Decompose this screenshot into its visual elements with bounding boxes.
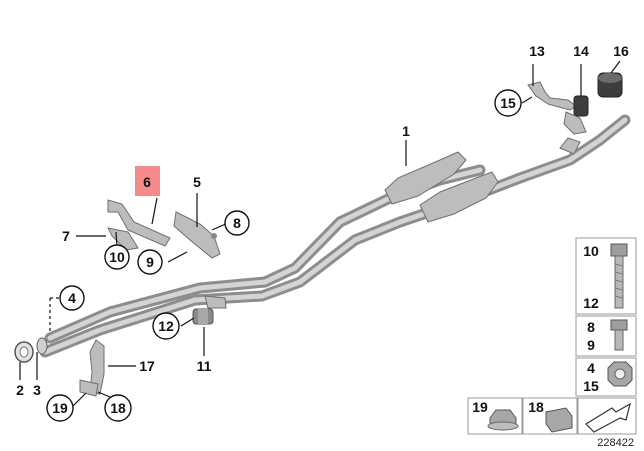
bolt-long-icon: [610, 243, 628, 257]
legend-nut: 4 15: [575, 357, 637, 397]
callout-16: 16: [613, 43, 629, 59]
hanger-assembly: [527, 72, 623, 135]
callout-14: 14: [573, 43, 589, 59]
svg-text:8: 8: [587, 319, 595, 335]
callout-10: 10: [109, 249, 125, 265]
callout-17: 17: [139, 358, 155, 374]
front-exhaust-pipe: [39, 114, 631, 358]
callout-5: 5: [193, 174, 201, 190]
svg-text:4: 4: [587, 360, 595, 376]
svg-text:18: 18: [528, 399, 544, 415]
leader-lines: [19, 60, 621, 408]
callout-18-circle: [104, 394, 132, 422]
callout-8: 8: [233, 215, 241, 231]
rubber-mount-12: [192, 295, 227, 325]
clamp-icon: [545, 407, 573, 433]
callout-2: 2: [16, 382, 24, 398]
callout-8-circle: [224, 210, 250, 236]
callout-4-circle: [59, 285, 85, 311]
callout-6: 6: [143, 174, 151, 190]
callout-10-circle: [104, 244, 130, 270]
callout-7: 7: [62, 228, 70, 244]
callout-6-highlight: [135, 166, 160, 196]
callout-9-circle: [137, 249, 163, 275]
callout-15: 15: [500, 95, 516, 111]
legend-bolt-long: 10 12: [575, 237, 637, 315]
callout-13: 13: [529, 43, 545, 59]
svg-text:19: 19: [472, 399, 488, 415]
legend-flange-nut: 19: [467, 397, 523, 435]
legend-bolt-mid: 8 9: [575, 315, 637, 357]
legend-clamp: 18: [522, 397, 578, 435]
catalytic-converter-lower: [419, 171, 499, 223]
bracket-5: [173, 211, 221, 259]
forward-arrow-icon: [585, 402, 631, 433]
bolt-mid-icon: [610, 319, 628, 331]
callout-3: 3: [33, 382, 41, 398]
bracket-17: [79, 339, 105, 397]
callout-11: 11: [197, 358, 212, 374]
catalytic-converter-upper: [384, 151, 467, 205]
flange-gasket: [14, 337, 48, 363]
callout-19-circle: [46, 394, 74, 422]
legend-direction: [577, 397, 637, 435]
reference-number: 228422: [597, 437, 634, 449]
callout-4: 4: [68, 290, 76, 306]
callout-15-circle: [494, 89, 522, 117]
callout-18: 18: [110, 400, 126, 416]
svg-text:12: 12: [583, 295, 599, 311]
callout-12-circle: [152, 312, 180, 340]
svg-text:10: 10: [583, 243, 599, 259]
callout-19: 19: [52, 400, 68, 416]
callout-12: 12: [158, 318, 174, 334]
callout-9: 9: [146, 254, 154, 270]
svg-text:15: 15: [583, 378, 599, 394]
rubber-hanger-14: [573, 95, 589, 117]
callout-1: 1: [402, 123, 410, 139]
svg-text:9: 9: [587, 337, 595, 353]
